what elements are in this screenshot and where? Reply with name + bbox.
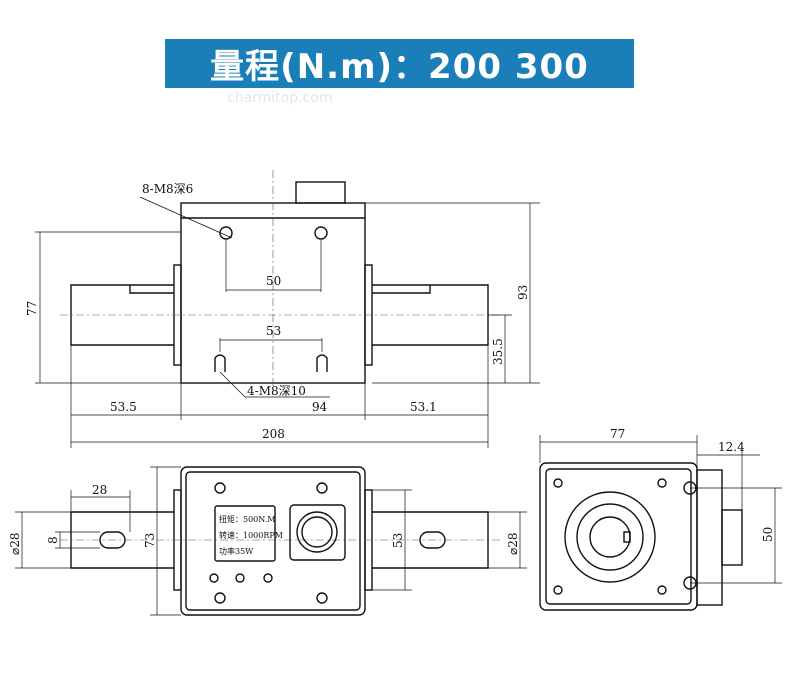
side-view: 77 12.4 50 — [539, 427, 782, 611]
nameplate — [214, 505, 276, 562]
dim-53-front: 53 — [391, 533, 405, 548]
dim-73: 73 — [143, 533, 157, 548]
dim-50-side: 50 — [761, 527, 775, 542]
dim-53-1: 53.1 — [410, 400, 437, 414]
top-view: 50 53 8-M8深6 4-M8深10 77 93 35.5 53.5 94 … — [25, 170, 540, 448]
dim-208: 208 — [262, 427, 285, 441]
dim-28: 28 — [92, 483, 107, 497]
front-view: 扭矩：500N.M 转速：1000RPM 功率35W 28 ⌀28 8 73 5… — [8, 466, 527, 616]
nameplate-speed: 转速：1000RPM — [219, 530, 283, 540]
dim-94: 94 — [312, 400, 328, 414]
dim-93: 93 — [516, 285, 530, 300]
dim-77-side: 77 — [610, 427, 625, 441]
callout-bottom-holes: 4-M8深10 — [247, 384, 306, 398]
dim-50: 50 — [266, 274, 281, 288]
nameplate-power: 功率35W — [219, 546, 254, 556]
dim-53: 53 — [266, 324, 281, 338]
range-banner: 量程(N.m)：200 300 — [165, 39, 634, 88]
callout-top-holes: 8-M8深6 — [142, 182, 193, 196]
dim-12-4: 12.4 — [718, 440, 745, 454]
dim-dia-28-left: ⌀28 — [8, 533, 22, 556]
dim-35-5: 35.5 — [491, 338, 505, 365]
dim-53-5: 53.5 — [110, 400, 137, 414]
dim-dia-28-right: ⌀28 — [506, 533, 520, 556]
dim-77: 77 — [25, 301, 39, 316]
watermark: charmitop.com — [227, 90, 333, 106]
banner-title: 量程(N.m)：200 300 — [210, 47, 589, 87]
nameplate-torque: 扭矩：500N.M — [219, 514, 276, 524]
dim-8: 8 — [46, 536, 60, 544]
